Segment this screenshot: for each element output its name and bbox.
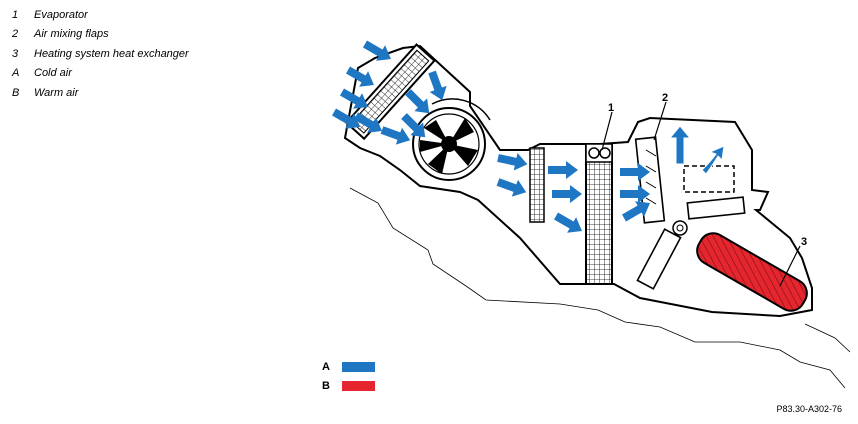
legend-key: A	[12, 67, 20, 80]
callout-3: 3	[801, 236, 807, 248]
legend-item-cold-air: A Cold air	[12, 64, 189, 84]
cold-air-arrow	[346, 66, 374, 87]
cold-air-arrow	[496, 178, 527, 197]
air-mixing-flap-mid	[686, 196, 746, 220]
legend-key: 1	[12, 8, 19, 21]
air-grille	[529, 147, 545, 223]
intake-filter	[344, 43, 436, 141]
cold-air-arrow	[497, 152, 528, 171]
cold-air-arrow	[620, 185, 650, 203]
cold-air-arrow	[363, 40, 391, 61]
cold-air-arrow	[332, 108, 360, 129]
housing-outline	[343, 44, 813, 318]
warm-air-arrows	[668, 125, 725, 175]
cold-air-arrow	[405, 89, 430, 114]
legend-label: Evaporator	[34, 8, 88, 21]
air-mixing-flap-lower	[636, 220, 688, 290]
cold-air-arrow	[622, 201, 650, 222]
legend-key: 3	[12, 47, 19, 60]
cold-air-arrow	[548, 161, 578, 179]
callout-2: 2	[662, 92, 668, 104]
blower-fan	[412, 98, 491, 181]
legend-key: 2	[12, 28, 19, 41]
swatch-row-warm: B	[322, 380, 375, 392]
cold-air-swatch	[342, 362, 375, 372]
legend-item-evaporator: 1 Evaporator	[12, 5, 189, 25]
figure-reference: P83.30-A302-76	[776, 404, 842, 414]
vehicle-body-contour	[349, 187, 851, 389]
evaporator	[585, 143, 613, 285]
air-mixing-flap-upper	[634, 136, 666, 224]
legend-label: Warm air	[34, 86, 79, 99]
legend-item-heat-exchanger: 3 Heating system heat exchanger	[12, 44, 189, 64]
callout-1: 1	[608, 102, 614, 114]
callout-leaders	[601, 101, 801, 287]
cold-air-arrow	[401, 113, 426, 138]
legend-item-air-mixing-flaps: 2 Air mixing flaps	[12, 25, 189, 45]
legend-label: Cold air	[34, 67, 72, 80]
cold-air-arrow	[620, 163, 650, 181]
heater-core	[696, 232, 808, 312]
legend-label: Air mixing flaps	[34, 28, 109, 41]
cold-air-arrow	[428, 70, 447, 101]
cold-air-arrow	[554, 212, 582, 233]
legend-key: B	[12, 86, 20, 99]
swatch-key: A	[322, 361, 330, 373]
cold-air-arrows	[332, 40, 650, 233]
cold-air-arrow	[340, 88, 368, 109]
cold-air-arrow	[552, 185, 582, 203]
warm-air-swatch	[342, 381, 375, 391]
legend-label: Heating system heat exchanger	[34, 47, 189, 60]
legend: 1 Evaporator 2 Air mixing flaps 3 Heatin…	[12, 5, 189, 103]
cold-air-arrow	[380, 126, 411, 145]
legend-item-warm-air: B Warm air	[12, 83, 189, 103]
swatch-key: B	[322, 380, 330, 392]
swatch-row-cold: A	[322, 361, 375, 373]
cold-air-arrow	[354, 112, 382, 133]
